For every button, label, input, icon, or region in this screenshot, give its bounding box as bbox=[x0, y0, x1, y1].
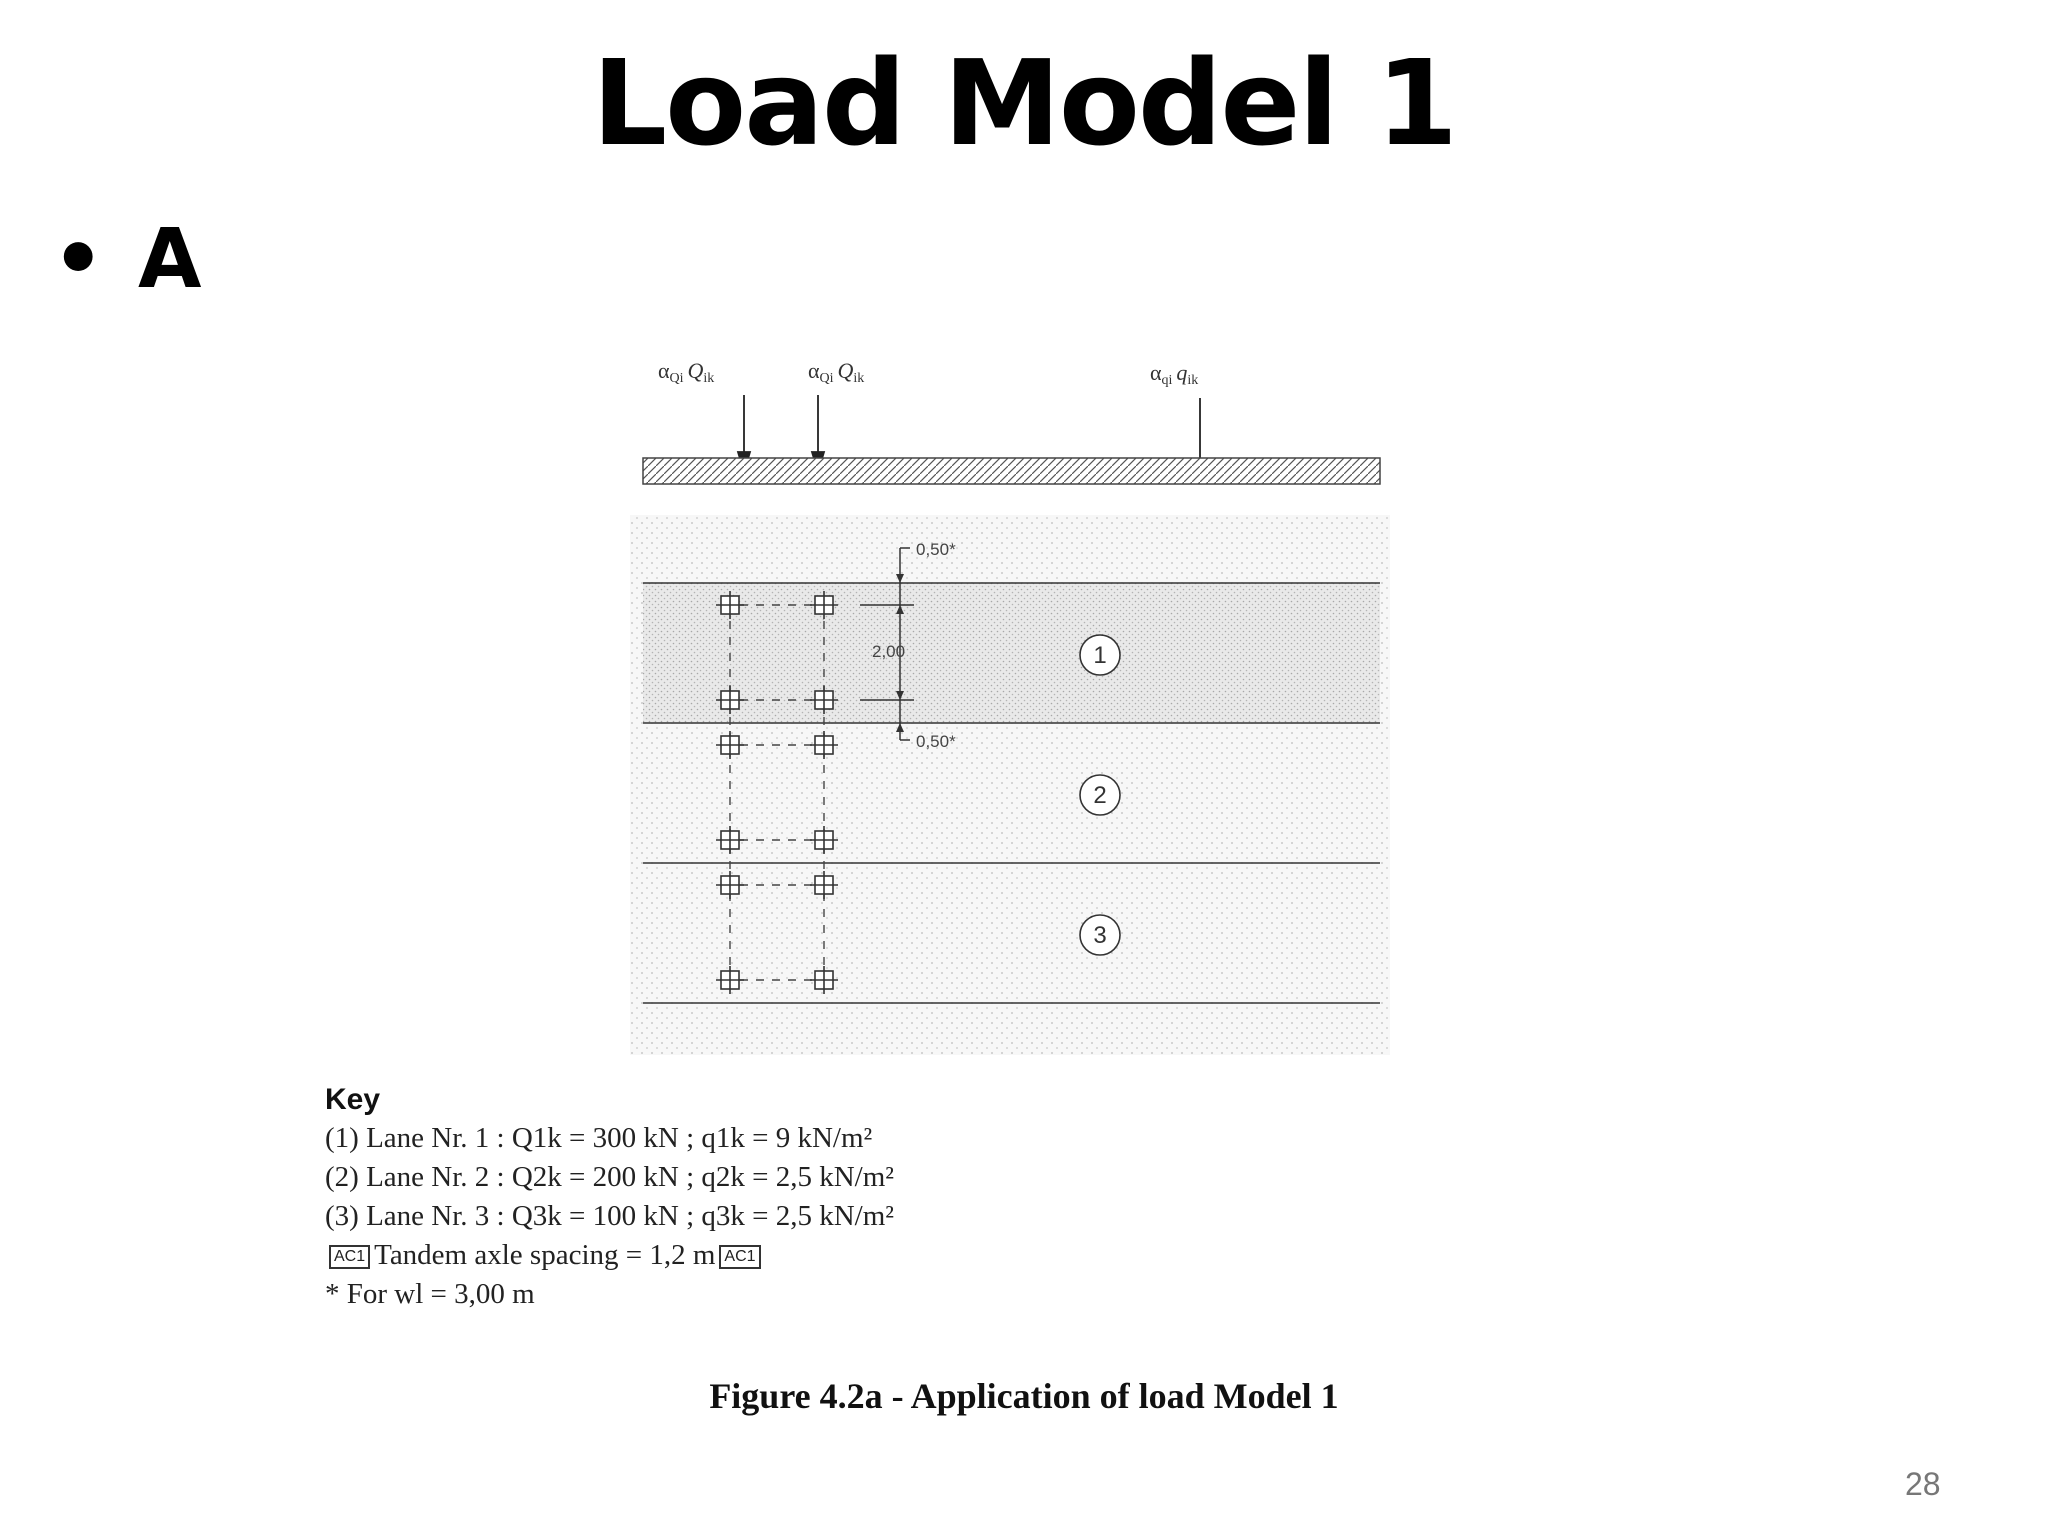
wheel-marker bbox=[716, 731, 744, 759]
dimension-label-top: 0,50* bbox=[916, 540, 956, 559]
dimension-arrow bbox=[896, 691, 904, 700]
lane-1-area bbox=[643, 583, 1380, 723]
key-title: Key bbox=[325, 1083, 381, 1116]
dimension-arrow bbox=[896, 605, 904, 614]
wheel-marker bbox=[716, 826, 744, 854]
ac-marker-start: AC1 bbox=[329, 1245, 371, 1270]
wheel-marker bbox=[810, 966, 838, 994]
lane-number-1: 1 bbox=[1093, 642, 1106, 669]
lane-number-circle-2 bbox=[1079, 774, 1121, 816]
figure-caption: Figure 4.2a - Application of load Model … bbox=[709, 1376, 1339, 1416]
wheel-marker bbox=[716, 871, 744, 899]
bullet-text: A bbox=[138, 212, 202, 307]
wheel-marker bbox=[810, 826, 838, 854]
lane-number-3: 3 bbox=[1093, 922, 1106, 949]
bullet-icon: • bbox=[52, 212, 105, 307]
slide-title: Load Model 1 bbox=[591, 34, 1458, 172]
page-number: 28 bbox=[1905, 1466, 1941, 1502]
wheel-marker bbox=[716, 686, 744, 714]
key-line-lane-3: (3) Lane Nr. 3 : Q3k = 100 kN ; q3k = 2,… bbox=[325, 1200, 894, 1232]
lane-number-circle-3 bbox=[1079, 914, 1121, 956]
dimension-label-middle: 2,00 bbox=[872, 642, 905, 661]
dimension-label-bottom: 0,50* bbox=[916, 732, 956, 751]
key-line-lane-1: (1) Lane Nr. 1 : Q1k = 300 kN ; q1k = 9 … bbox=[325, 1122, 873, 1154]
dimension-arrow bbox=[896, 574, 904, 583]
lane-number-circle-1 bbox=[1079, 634, 1121, 676]
key-line-lane-2: (2) Lane Nr. 2 : Q2k = 200 kN ; q2k = 2,… bbox=[325, 1161, 894, 1193]
deck-section bbox=[642, 457, 1381, 485]
wheel-marker bbox=[810, 871, 838, 899]
wheel-marker bbox=[716, 591, 744, 619]
bullet-item: •A bbox=[52, 210, 201, 310]
axle-spacing-text: Tandem axle spacing = 1,2 m bbox=[374, 1239, 716, 1271]
wheel-marker bbox=[716, 966, 744, 994]
wheel-marker bbox=[810, 591, 838, 619]
lane-number-2: 2 bbox=[1093, 782, 1106, 809]
figure-key: Key (1) Lane Nr. 1 : Q1k = 300 kN ; q1k … bbox=[325, 1080, 894, 1314]
key-line-footnote: * For wl = 3,00 m bbox=[325, 1278, 535, 1310]
wheel-marker bbox=[810, 686, 838, 714]
ac-marker-end: AC1 bbox=[719, 1245, 761, 1270]
wheel-marker bbox=[810, 731, 838, 759]
dimension-arrow bbox=[896, 723, 904, 732]
